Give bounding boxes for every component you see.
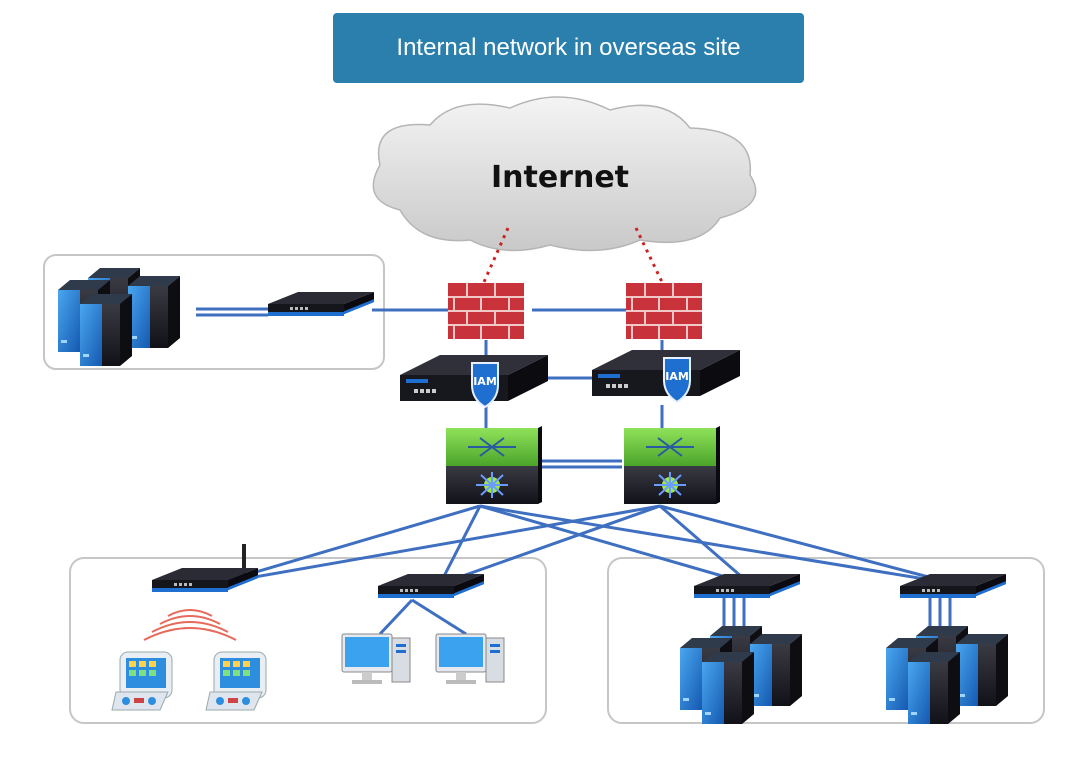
internet-label: Internet bbox=[491, 160, 629, 195]
wifi-signal-icon bbox=[143, 609, 237, 641]
iam-badge-label: IAM bbox=[665, 370, 689, 383]
core-switch-icon bbox=[445, 425, 543, 505]
core-switch-icon bbox=[623, 425, 721, 505]
wireless-router-icon bbox=[152, 544, 258, 592]
iam-gateway-icon: IAM bbox=[399, 354, 549, 408]
internet-uplinks bbox=[482, 227, 664, 283]
network-links bbox=[196, 307, 956, 636]
firewall-icon bbox=[625, 282, 703, 340]
iam-badge-label: IAM bbox=[473, 375, 497, 388]
server-uplinks bbox=[722, 598, 952, 628]
diagram-title: Internal network in overseas site bbox=[333, 13, 804, 83]
cloud-icon: Internet bbox=[372, 96, 757, 252]
tablet-icon bbox=[205, 651, 267, 711]
firewall-icon bbox=[447, 282, 525, 340]
iam-gateway-icon: IAM bbox=[591, 349, 741, 403]
tablet-icon bbox=[111, 651, 173, 711]
